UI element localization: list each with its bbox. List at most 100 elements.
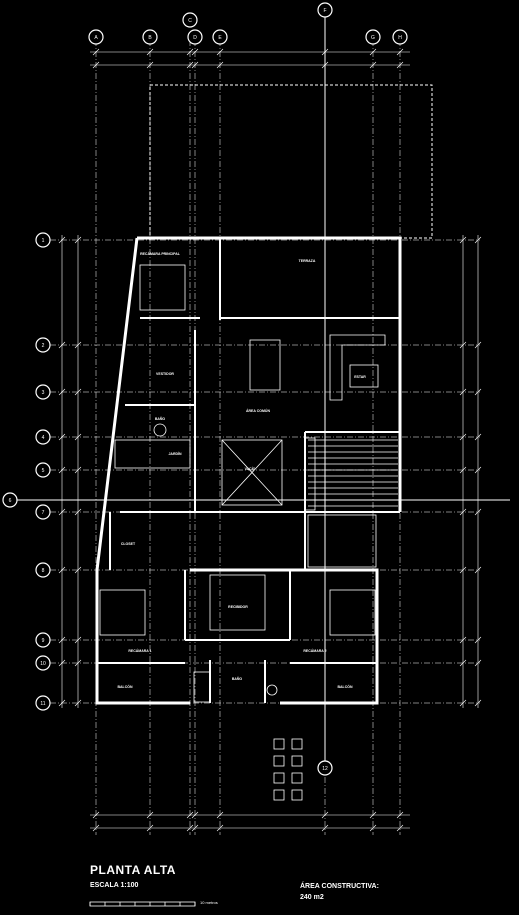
- dimension-tick: [92, 48, 100, 56]
- dimension-tick: [459, 508, 467, 516]
- dimension-tick: [474, 466, 482, 474]
- grid-bubble-column-label: F: [323, 8, 326, 14]
- dimension-tick: [186, 824, 194, 832]
- dimension-tick: [74, 236, 82, 244]
- room-label-recamara-principal: RECÁMARA PRINCIPAL: [140, 251, 181, 256]
- room-label-balcon-2: BALCÓN: [338, 684, 353, 689]
- dimension-tick: [74, 341, 82, 349]
- dimension-tick: [74, 508, 82, 516]
- dimension-tick: [459, 566, 467, 574]
- dimension-tick: [74, 433, 82, 441]
- dimension-tick: [191, 61, 199, 69]
- dimension-tick: [369, 61, 377, 69]
- grid-bubble-column-label: E: [218, 35, 222, 41]
- grid-bubble-row-label: 11: [40, 701, 45, 707]
- stair-rail: [304, 437, 316, 511]
- wall-outer-upper: [137, 236, 402, 512]
- dimension-tick: [459, 466, 467, 474]
- area-label: ÁREA CONSTRUCTIVA:: [300, 883, 379, 890]
- dimension-tick: [474, 566, 482, 574]
- room-label-vestidor: VESTIDOR: [156, 372, 174, 376]
- dimension-tick: [191, 48, 199, 56]
- grid-bubble-column: [212, 29, 228, 45]
- room-label-recamara-1: RECÁMARA 1: [128, 648, 151, 653]
- parking-mark: [291, 789, 303, 801]
- dimension-tick: [146, 824, 154, 832]
- dimension-tick: [74, 388, 82, 396]
- dimension-tick: [58, 636, 66, 644]
- dimension-tick: [58, 508, 66, 516]
- room-label-closet: CLOSET: [121, 542, 136, 546]
- dimension-tick: [74, 699, 82, 707]
- dimension-tick: [474, 388, 482, 396]
- dimension-tick: [216, 811, 224, 819]
- grid-bubble-row: [35, 504, 51, 520]
- dimension-tick: [146, 811, 154, 819]
- void-cross: [221, 439, 283, 506]
- grid-bubble-row-label: 7: [42, 510, 45, 516]
- room-label-balcon-1: BALCÓN: [118, 684, 133, 689]
- grid-bubble-column-label: A: [94, 35, 98, 41]
- area-value: 240 m2: [300, 894, 324, 901]
- dimension-tick: [369, 811, 377, 819]
- dimension-tick: [459, 433, 467, 441]
- dimension-lines: [58, 48, 482, 832]
- dimension-tick: [474, 236, 482, 244]
- dimension-tick: [191, 811, 199, 819]
- dimension-tick: [459, 341, 467, 349]
- shower: [193, 671, 211, 703]
- dimension-tick: [396, 61, 404, 69]
- dimension-tick: [74, 636, 82, 644]
- grid-bubble-row-label: 9: [42, 638, 45, 644]
- dimension-tick: [216, 824, 224, 832]
- plan-scale: ESCALA 1:100: [90, 882, 139, 889]
- wall-outer-right: [280, 568, 379, 705]
- dimension-tick: [459, 659, 467, 667]
- dimension-tick: [321, 811, 329, 819]
- dimension-tick: [92, 811, 100, 819]
- dimension-tick: [321, 61, 329, 69]
- bed-1: [99, 589, 146, 636]
- dimension-tick: [321, 824, 329, 832]
- dimension-tick: [58, 659, 66, 667]
- parking-mark: [291, 755, 303, 767]
- dimension-tick: [74, 566, 82, 574]
- bed-2: [329, 589, 376, 636]
- room-label-jardin: JARDÍN: [168, 451, 182, 456]
- wall-outer-left: [95, 237, 190, 705]
- grid-lines: [10, 10, 510, 835]
- furniture: [89, 264, 398, 907]
- grid-bubble-row: [35, 562, 51, 578]
- parking-mark: [273, 755, 285, 767]
- dimension-tick: [474, 341, 482, 349]
- dimension-tick: [146, 48, 154, 56]
- grid-bubble-row-label: 12: [322, 766, 328, 772]
- grid-bubble-column: [365, 29, 381, 45]
- grid-bubble-column-label: H: [398, 35, 402, 41]
- dimension-tick: [58, 566, 66, 574]
- grid-bubble-row: [35, 384, 51, 400]
- room-label-estar: ESTAR: [354, 375, 366, 379]
- grid-bubble-row: [35, 337, 51, 353]
- dimension-tick: [74, 659, 82, 667]
- grid-bubble-row-label: 4: [42, 435, 45, 441]
- void-square: [221, 439, 283, 506]
- dimension-tick: [74, 466, 82, 474]
- dimension-tick: [146, 61, 154, 69]
- dimension-tick: [459, 388, 467, 396]
- grid-bubble-row: [35, 429, 51, 445]
- garden-planter: [307, 514, 377, 568]
- grid-bubble-row-label: 8: [42, 568, 45, 574]
- dimension-tick: [216, 48, 224, 56]
- room-label-recibidor: RECIBIDOR: [228, 605, 248, 609]
- dimension-tick: [58, 388, 66, 396]
- grid-bubble-column: [317, 2, 333, 18]
- dimension-tick: [396, 811, 404, 819]
- parking-mark: [273, 738, 285, 750]
- dimension-tick: [369, 48, 377, 56]
- grid-bubble-column: [392, 29, 408, 45]
- grid-bubble-column-label: C: [188, 18, 192, 24]
- dimension-tick: [58, 236, 66, 244]
- room-label-bano: BAÑO: [155, 416, 166, 421]
- grid-bubble-column: [187, 29, 203, 45]
